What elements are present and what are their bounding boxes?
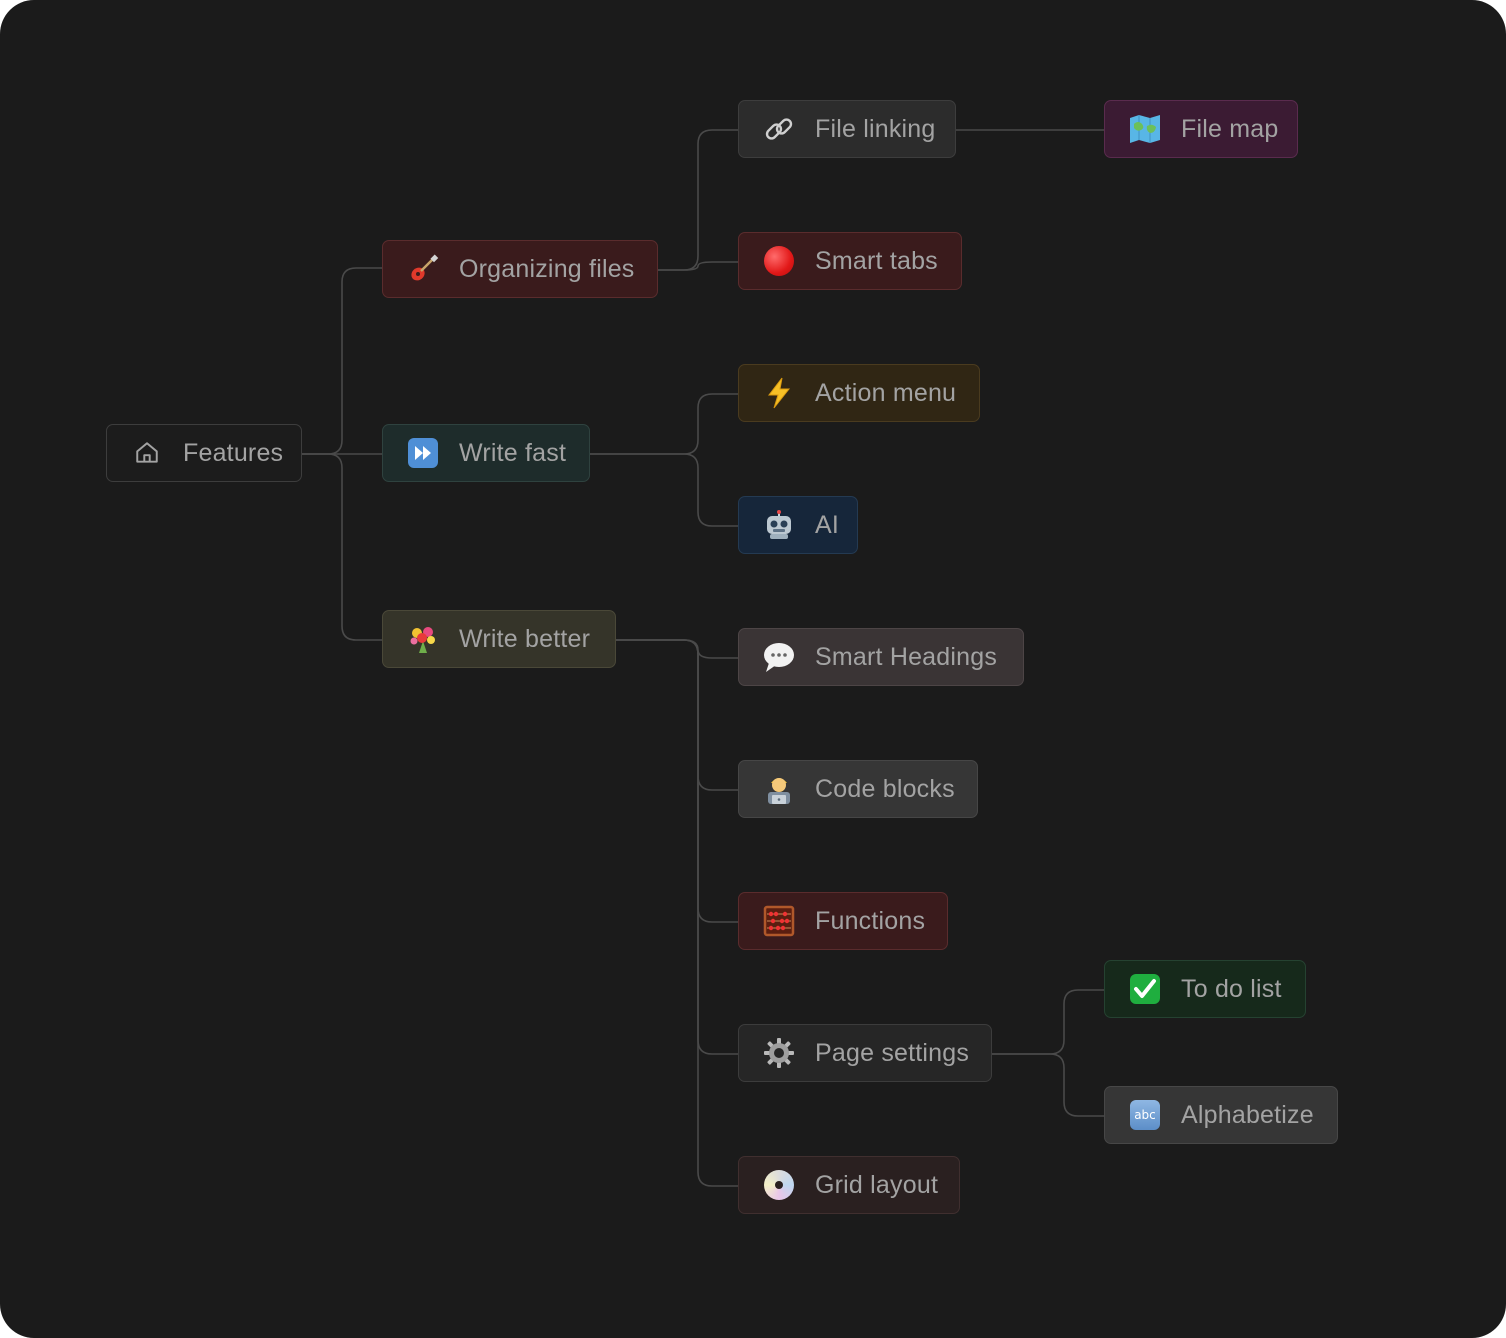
node-code-blocks[interactable]: Code blocks <box>738 760 978 818</box>
node-label: Organizing files <box>459 254 635 283</box>
edge-write-better-grid-layout <box>614 639 740 1187</box>
node-label: Write fast <box>459 438 567 467</box>
node-label: AI <box>815 510 840 539</box>
gear-icon <box>761 1035 797 1071</box>
node-label: Functions <box>815 906 926 935</box>
node-label: Write better <box>459 624 591 653</box>
node-label: Smart tabs <box>815 246 938 275</box>
node-organizing-files[interactable]: Organizing files <box>382 240 658 298</box>
check-mark-icon <box>1127 971 1163 1007</box>
red-circle-icon <box>761 243 797 279</box>
node-label: Page settings <box>815 1038 970 1067</box>
node-label: Grid layout <box>815 1170 939 1199</box>
node-label: Smart Headings <box>815 642 998 671</box>
node-label: Action menu <box>815 378 957 407</box>
technologist-icon <box>761 771 797 807</box>
node-functions[interactable]: Functions <box>738 892 948 950</box>
node-page-settings[interactable]: Page settings <box>738 1024 992 1082</box>
node-label: To do list <box>1181 974 1282 1003</box>
disc-icon <box>761 1167 797 1203</box>
node-smart-tabs[interactable]: Smart tabs <box>738 232 962 290</box>
edge-write-better-page-settings <box>614 639 740 1055</box>
world-map-icon <box>1127 111 1163 147</box>
home-icon <box>129 435 165 471</box>
edge-write-fast-ai <box>588 453 740 527</box>
edge-organizing-files-file-linking <box>656 129 740 271</box>
node-label: Code blocks <box>815 774 955 803</box>
speech-bubble-icon <box>761 639 797 675</box>
edge-write-better-functions <box>614 639 740 923</box>
node-label: Features <box>183 438 284 467</box>
node-action-menu[interactable]: Action menu <box>738 364 980 422</box>
node-ai[interactable]: AI <box>738 496 858 554</box>
node-file-map[interactable]: File map <box>1104 100 1298 158</box>
node-label: Alphabetize <box>1181 1100 1314 1129</box>
node-grid-layout[interactable]: Grid layout <box>738 1156 960 1214</box>
node-file-linking[interactable]: File linking <box>738 100 956 158</box>
node-label: File linking <box>815 114 936 143</box>
bouquet-icon <box>405 621 441 657</box>
node-write-better[interactable]: Write better <box>382 610 616 668</box>
edge-page-settings-to-do-list <box>990 989 1106 1055</box>
abc-icon: abc <box>1127 1097 1163 1133</box>
node-write-fast[interactable]: Write fast <box>382 424 590 482</box>
link-icon <box>761 111 797 147</box>
robot-icon <box>761 507 797 543</box>
lightning-icon <box>761 375 797 411</box>
edge-organizing-files-smart-tabs <box>656 261 740 271</box>
edge-features-write-better <box>300 453 384 641</box>
edge-features-organizing-files <box>300 267 384 455</box>
edge-write-fast-action-menu <box>588 393 740 455</box>
node-to-do-list[interactable]: To do list <box>1104 960 1306 1018</box>
node-label: File map <box>1181 114 1279 143</box>
node-alphabetize[interactable]: abc Alphabetize <box>1104 1086 1338 1144</box>
node-smart-headings[interactable]: Smart Headings <box>738 628 1024 686</box>
edge-page-settings-alphabetize <box>990 1053 1106 1117</box>
node-features[interactable]: Features <box>106 424 302 482</box>
guitar-icon <box>405 251 441 287</box>
abacus-icon <box>761 903 797 939</box>
edge-write-better-code-blocks <box>614 639 740 791</box>
edge-write-better-smart-headings <box>614 639 740 659</box>
fast-forward-icon <box>405 435 441 471</box>
